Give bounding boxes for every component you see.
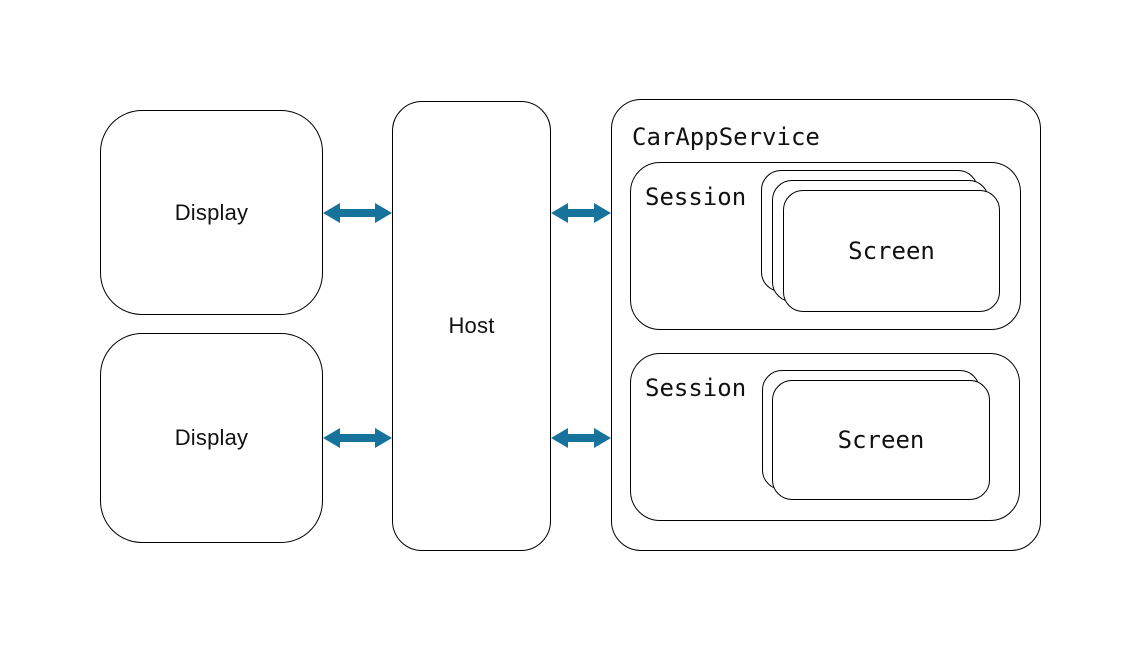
bidirectional-arrow-icon xyxy=(551,203,611,223)
arrow-display-bottom-host xyxy=(323,428,392,448)
bidirectional-arrow-icon xyxy=(323,428,392,448)
display-box-top: Display xyxy=(100,110,323,315)
session-top-label: Session xyxy=(645,183,747,211)
arrow-display-top-host xyxy=(323,203,392,223)
bidirectional-arrow-icon xyxy=(323,203,392,223)
screen-card-front: Screen xyxy=(772,380,990,500)
arrow-host-session-top xyxy=(551,203,611,223)
screen-top-label: Screen xyxy=(848,237,935,265)
screen-card-front: Screen xyxy=(783,190,1000,312)
car-app-service-label: CarAppService xyxy=(632,123,820,151)
arrow-host-session-bottom xyxy=(551,428,611,448)
display-box-bottom: Display xyxy=(100,333,323,543)
display-bottom-label: Display xyxy=(174,425,249,450)
host-box: Host xyxy=(392,101,551,551)
display-top-label: Display xyxy=(174,199,249,225)
host-label: Host xyxy=(448,313,495,338)
screen-bottom-label: Screen xyxy=(837,426,925,454)
session-bottom-label: Session xyxy=(645,374,747,402)
bidirectional-arrow-icon xyxy=(551,428,611,448)
